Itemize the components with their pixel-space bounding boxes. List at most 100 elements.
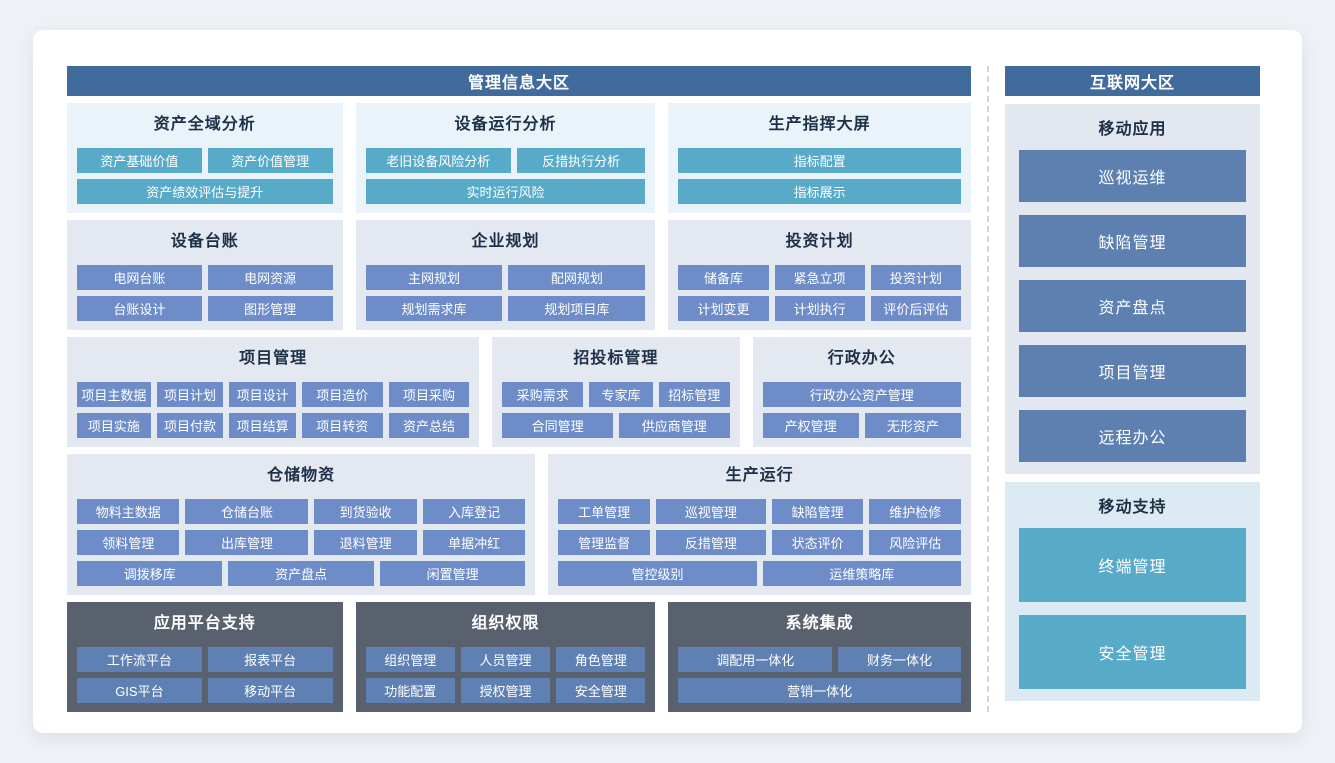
module-button[interactable]: 物料主数据	[77, 499, 180, 524]
module-button[interactable]: 电网资源	[207, 265, 333, 290]
module-button[interactable]: 指标展示	[678, 179, 961, 204]
module-button[interactable]: 维护检修	[869, 499, 961, 524]
module-button[interactable]: 调配用一体化	[678, 647, 833, 672]
module-button[interactable]: 项目付款	[156, 413, 224, 438]
module-button[interactable]: 供应商管理	[618, 413, 730, 438]
module-button[interactable]: 反措执行分析	[516, 148, 646, 173]
module-button[interactable]: 资产价值管理	[207, 148, 333, 173]
module-button[interactable]: 运维策略库	[762, 561, 961, 586]
module-button[interactable]: 管理监督	[558, 530, 650, 555]
module-button[interactable]: 配网规划	[508, 265, 646, 290]
module-button[interactable]: 专家库	[589, 382, 653, 407]
section-title: 项目管理	[239, 350, 308, 367]
module-button[interactable]: 单据冲红	[422, 530, 526, 555]
module-button[interactable]: 人员管理	[460, 647, 551, 672]
module-button[interactable]: 电网台账	[77, 265, 202, 290]
app-button[interactable]: 远程办公	[1019, 410, 1246, 462]
panel-card: 移动支持终端管理安全管理	[1005, 482, 1260, 701]
panel-button-list: 终端管理安全管理	[1019, 528, 1246, 689]
module-button[interactable]: 项目主数据	[77, 382, 151, 407]
module-button[interactable]: 巡视管理	[655, 499, 766, 524]
module-button[interactable]: GIS平台	[77, 678, 202, 703]
module-button[interactable]: 退料管理	[314, 530, 417, 555]
module-button[interactable]: 紧急立项	[774, 265, 865, 290]
module-button[interactable]: 计划变更	[678, 296, 769, 321]
section-title: 生产运行	[725, 467, 794, 484]
module-button[interactable]: 状态评价	[771, 530, 864, 555]
module-button[interactable]: 角色管理	[556, 647, 646, 672]
app-button[interactable]: 缺陷管理	[1019, 215, 1246, 267]
module-button[interactable]: 指标配置	[678, 148, 961, 173]
module-button[interactable]: 项目结算	[229, 413, 296, 438]
internet-zone-title: 互联网大区	[1089, 75, 1175, 92]
module-button[interactable]: 项目计划	[156, 382, 224, 407]
module-button[interactable]: 图形管理	[207, 296, 333, 321]
module-button[interactable]: 招标管理	[658, 382, 730, 407]
section-card: 仓储物资物料主数据仓储台账到货验收入库登记领料管理出库管理退料管理单据冲红调拨移…	[67, 454, 536, 595]
module-button[interactable]: 规划项目库	[508, 296, 646, 321]
module-button[interactable]: 规划需求库	[365, 296, 503, 321]
module-button[interactable]: 项目实施	[77, 413, 151, 438]
module-button[interactable]: 采购需求	[502, 382, 584, 407]
module-button[interactable]: 仓储台账	[185, 499, 309, 524]
app-button[interactable]: 资产盘点	[1019, 280, 1246, 332]
button-row: 项目主数据项目计划项目设计项目造价项目采购	[77, 382, 470, 407]
module-button[interactable]: 入库登记	[422, 499, 526, 524]
module-button[interactable]: 投资计划	[870, 265, 961, 290]
module-button[interactable]: 合同管理	[502, 413, 613, 438]
module-button[interactable]: 反措管理	[655, 530, 766, 555]
module-button[interactable]: 到货验收	[314, 499, 417, 524]
module-button[interactable]: 授权管理	[460, 678, 551, 703]
module-button[interactable]: 资产绩效评估与提升	[77, 179, 333, 204]
module-button[interactable]: 计划执行	[774, 296, 865, 321]
module-button[interactable]: 资产基础价值	[77, 148, 202, 173]
module-button[interactable]: 缺陷管理	[771, 499, 864, 524]
module-button[interactable]: 移动平台	[207, 678, 333, 703]
module-button[interactable]: 实时运行风险	[365, 179, 646, 204]
module-button[interactable]: 资产总结	[388, 413, 470, 438]
module-button[interactable]: 管控级别	[558, 561, 757, 586]
module-button[interactable]: 工作流平台	[77, 647, 202, 672]
module-button[interactable]: 闲置管理	[379, 561, 526, 586]
module-button[interactable]: 组织管理	[365, 647, 455, 672]
module-button[interactable]: 评价后评估	[870, 296, 961, 321]
module-button[interactable]: 项目采购	[388, 382, 470, 407]
module-button[interactable]: 产权管理	[762, 413, 859, 438]
button-row: 产权管理无形资产	[762, 413, 961, 438]
section-title: 仓储物资	[267, 467, 336, 484]
button-row: 合同管理供应商管理	[502, 413, 730, 438]
internet-zone: 互联网大区 移动应用巡视运维缺陷管理资产盘点项目管理远程办公移动支持终端管理安全…	[1005, 66, 1260, 712]
section-title: 组织权限	[471, 615, 540, 632]
module-button[interactable]: 营销一体化	[678, 678, 961, 703]
module-button[interactable]: 工单管理	[558, 499, 650, 524]
module-button[interactable]: 行政办公资产管理	[762, 382, 961, 407]
panel-title: 移动支持	[1098, 499, 1167, 516]
module-button[interactable]: 领料管理	[77, 530, 180, 555]
module-button[interactable]: 项目造价	[301, 382, 383, 407]
button-row: 调拨移库资产盘点闲置管理	[77, 561, 526, 586]
section-title: 生产指挥大屏	[768, 116, 871, 133]
app-button[interactable]: 安全管理	[1019, 615, 1246, 689]
module-button[interactable]: 项目设计	[229, 382, 296, 407]
app-button[interactable]: 项目管理	[1019, 345, 1246, 397]
module-button[interactable]: 资产盘点	[228, 561, 374, 586]
module-button[interactable]: 项目转资	[301, 413, 383, 438]
app-button[interactable]: 巡视运维	[1019, 150, 1246, 202]
module-button[interactable]: 老旧设备风险分析	[365, 148, 511, 173]
module-button[interactable]: 储备库	[678, 265, 769, 290]
module-button[interactable]: 风险评估	[869, 530, 961, 555]
module-button[interactable]: 无形资产	[864, 413, 961, 438]
section-row: 仓储物资物料主数据仓储台账到货验收入库登记领料管理出库管理退料管理单据冲红调拨移…	[67, 454, 971, 595]
module-button[interactable]: 财务一体化	[838, 647, 961, 672]
module-button[interactable]: 安全管理	[556, 678, 646, 703]
module-button[interactable]: 台账设计	[77, 296, 202, 321]
button-row: 资产基础价值资产价值管理	[77, 148, 333, 173]
module-button[interactable]: 功能配置	[365, 678, 455, 703]
module-button[interactable]: 出库管理	[185, 530, 309, 555]
module-button[interactable]: 主网规划	[365, 265, 503, 290]
module-button[interactable]: 报表平台	[207, 647, 333, 672]
app-button[interactable]: 终端管理	[1019, 528, 1246, 602]
module-button[interactable]: 调拨移库	[77, 561, 223, 586]
section-title: 企业规划	[471, 233, 540, 250]
